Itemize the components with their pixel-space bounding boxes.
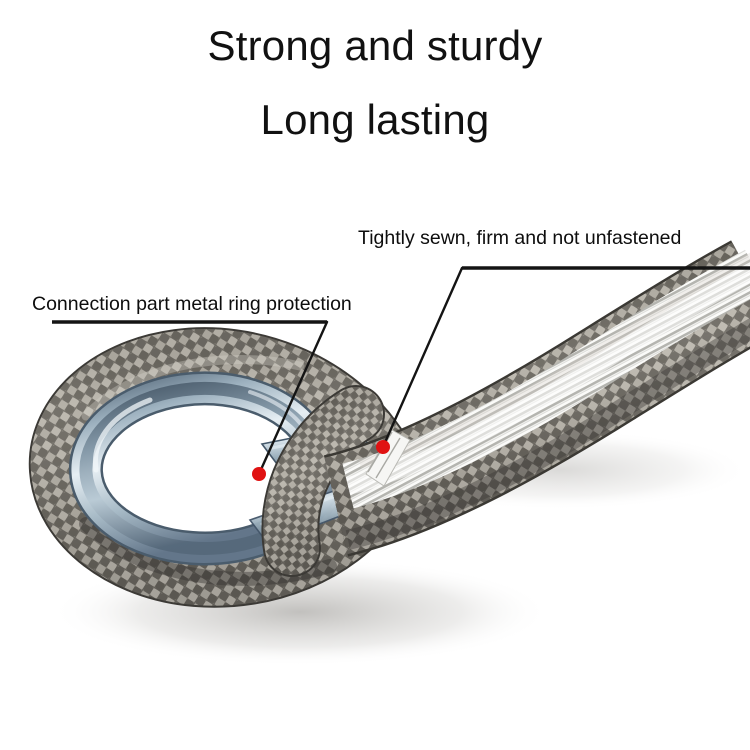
callout-label-metal-ring: Connection part metal ring protection xyxy=(32,293,352,315)
leader-metal-ring xyxy=(52,320,329,481)
rope-shaft xyxy=(323,240,750,557)
callout-pointer-metal-ring xyxy=(257,320,329,476)
page-title-line-2: Long lasting xyxy=(260,96,490,143)
callout-pointer-sewing xyxy=(381,266,464,449)
whipping-thread-band xyxy=(342,249,750,509)
callout-label-sewing: Tightly sewn, firm and not unfastened xyxy=(358,227,682,249)
callout-marker-sewing xyxy=(376,440,390,454)
page-title-line-1: Strong and sturdy xyxy=(207,22,543,69)
rope-crossover-strand xyxy=(261,385,385,577)
leader-sewing xyxy=(376,266,750,454)
callout-marker-metal-ring xyxy=(252,467,266,481)
